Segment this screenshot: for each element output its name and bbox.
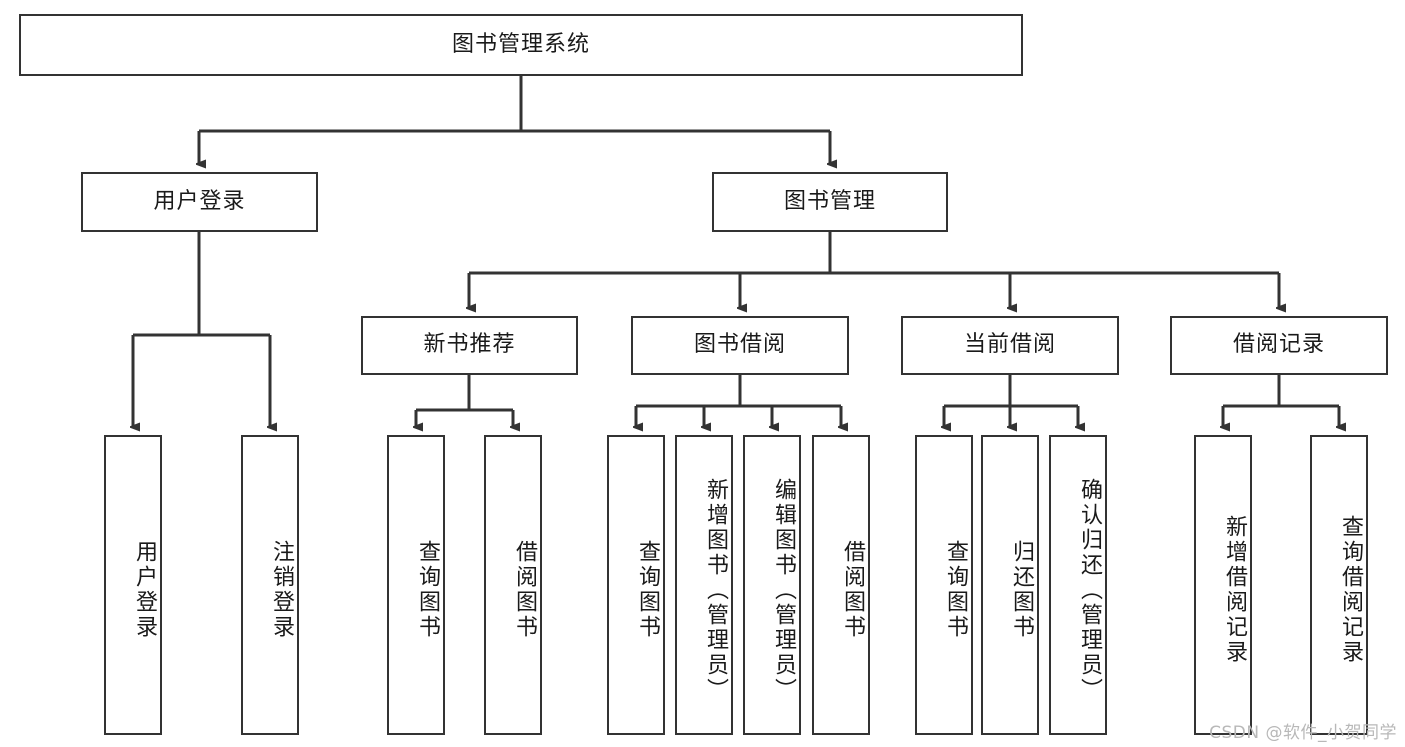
- leaf-query-book-recommend[interactable]: 查询图书: [387, 435, 445, 735]
- node-label: 查询图书: [943, 540, 968, 640]
- leaf-add-borrow-record[interactable]: 新增借阅记录: [1194, 435, 1252, 735]
- node-label: 确认归还（管理员）: [1077, 477, 1102, 703]
- leaf-borrow-book-recommend[interactable]: 借阅图书: [484, 435, 542, 735]
- node-root-book-management-system[interactable]: 图书管理系统: [19, 14, 1023, 76]
- leaf-user-login[interactable]: 用户登录: [104, 435, 162, 735]
- node-label: 新增图书（管理员）: [703, 477, 728, 703]
- node-book-borrow[interactable]: 图书借阅: [631, 316, 849, 375]
- leaf-query-borrow-record[interactable]: 查询借阅记录: [1310, 435, 1368, 735]
- node-label: 图书管理: [783, 188, 876, 214]
- node-label: 查询图书: [635, 540, 660, 640]
- node-label: 编辑图书（管理员）: [771, 477, 796, 703]
- leaf-add-book-admin[interactable]: 新增图书（管理员）: [675, 435, 733, 735]
- node-user-login[interactable]: 用户登录: [81, 172, 318, 232]
- node-label: 归还图书: [1009, 540, 1034, 640]
- node-label: 当前借阅: [963, 332, 1056, 358]
- leaf-confirm-return-admin[interactable]: 确认归还（管理员）: [1049, 435, 1107, 735]
- leaf-query-book-borrow[interactable]: 查询图书: [607, 435, 665, 735]
- node-label: 借阅图书: [840, 540, 865, 640]
- leaf-logout-login[interactable]: 注销登录: [241, 435, 299, 735]
- node-new-book-recommend[interactable]: 新书推荐: [361, 316, 578, 375]
- node-label: 新书推荐: [423, 332, 516, 358]
- node-current-borrow[interactable]: 当前借阅: [901, 316, 1119, 375]
- leaf-return-book[interactable]: 归还图书: [981, 435, 1039, 735]
- node-label: 用户登录: [132, 540, 157, 640]
- leaf-edit-book-admin[interactable]: 编辑图书（管理员）: [743, 435, 801, 735]
- leaf-borrow-book[interactable]: 借阅图书: [812, 435, 870, 735]
- node-label: 图书借阅: [693, 332, 786, 358]
- node-borrow-record[interactable]: 借阅记录: [1170, 316, 1388, 375]
- node-label: 图书管理系统: [451, 31, 590, 57]
- node-label: 查询图书: [415, 540, 440, 640]
- csdn-watermark: CSDN @软件_小贺同学: [1209, 723, 1397, 743]
- node-label: 查询借阅记录: [1338, 515, 1363, 665]
- leaf-query-book-current[interactable]: 查询图书: [915, 435, 973, 735]
- node-label: 借阅图书: [512, 540, 537, 640]
- node-label: 新增借阅记录: [1222, 515, 1247, 665]
- node-label: 注销登录: [269, 540, 294, 640]
- node-book-management[interactable]: 图书管理: [712, 172, 948, 232]
- node-label: 借阅记录: [1232, 332, 1325, 358]
- node-label: 用户登录: [153, 188, 246, 214]
